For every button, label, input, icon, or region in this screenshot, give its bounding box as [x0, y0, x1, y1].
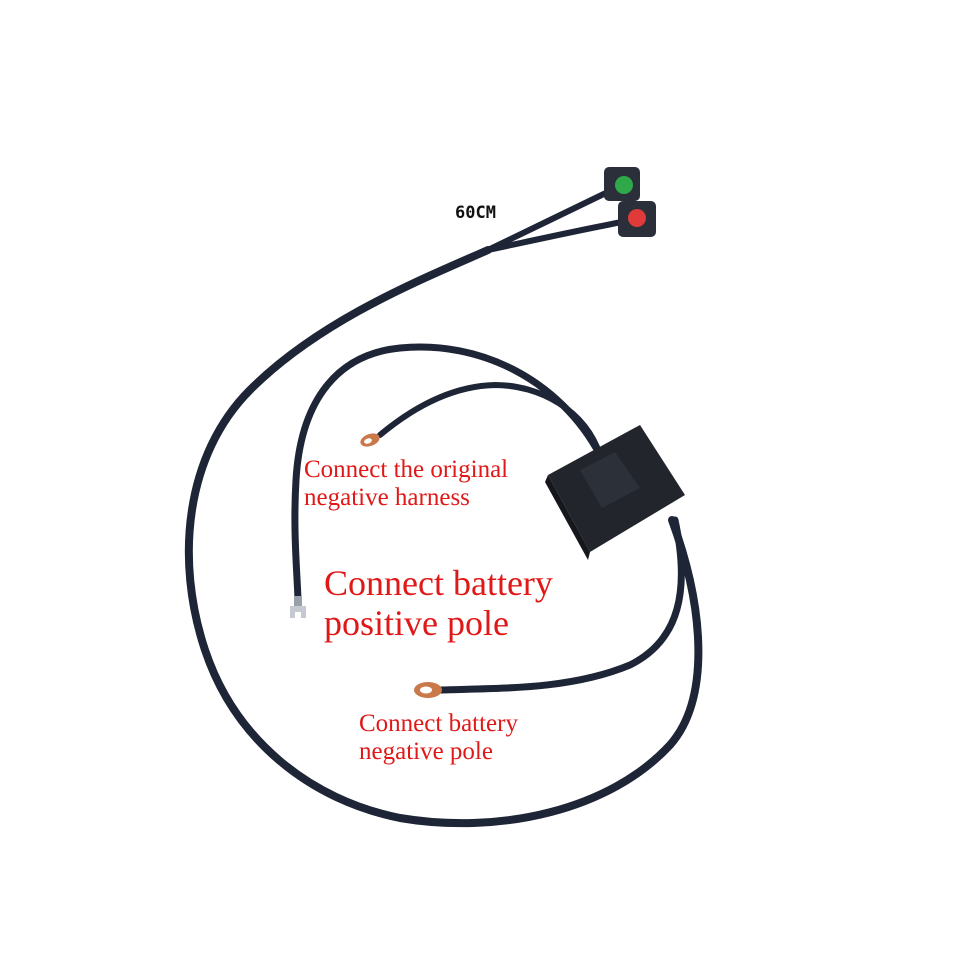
negative-pole-callout: Connect battery negative pole [359, 710, 518, 766]
positive-pole-callout-line2: positive pole [324, 603, 509, 644]
cable-length-label: 60CM [455, 203, 496, 223]
negative-pole-callout-line1: Connect battery [359, 710, 518, 737]
split-cable-green [485, 187, 615, 253]
ring-terminal-icon [414, 682, 442, 698]
red-push-button-icon [618, 201, 656, 237]
main-loop-cable [184, 246, 703, 828]
negative-harness-callout-line1: Connect the original [304, 456, 509, 483]
spade-terminal-icon [290, 596, 306, 618]
green-push-button-icon [604, 167, 640, 201]
positive-pole-callout: Connect battery positive pole [324, 563, 553, 644]
split-cable-red [485, 219, 625, 253]
negative-harness-cable [377, 381, 603, 458]
small-ring-terminal-icon [360, 433, 380, 447]
negative-harness-callout-line2: negative harness [304, 484, 470, 511]
negative-harness-callout: Connect the original negative harness [304, 456, 508, 512]
negative-pole-cable [436, 516, 685, 694]
positive-cable [291, 343, 604, 604]
disconnect-module-icon [545, 425, 685, 560]
negative-pole-callout-line2: negative pole [359, 738, 493, 765]
positive-pole-callout-line1: Connect battery [324, 563, 553, 603]
